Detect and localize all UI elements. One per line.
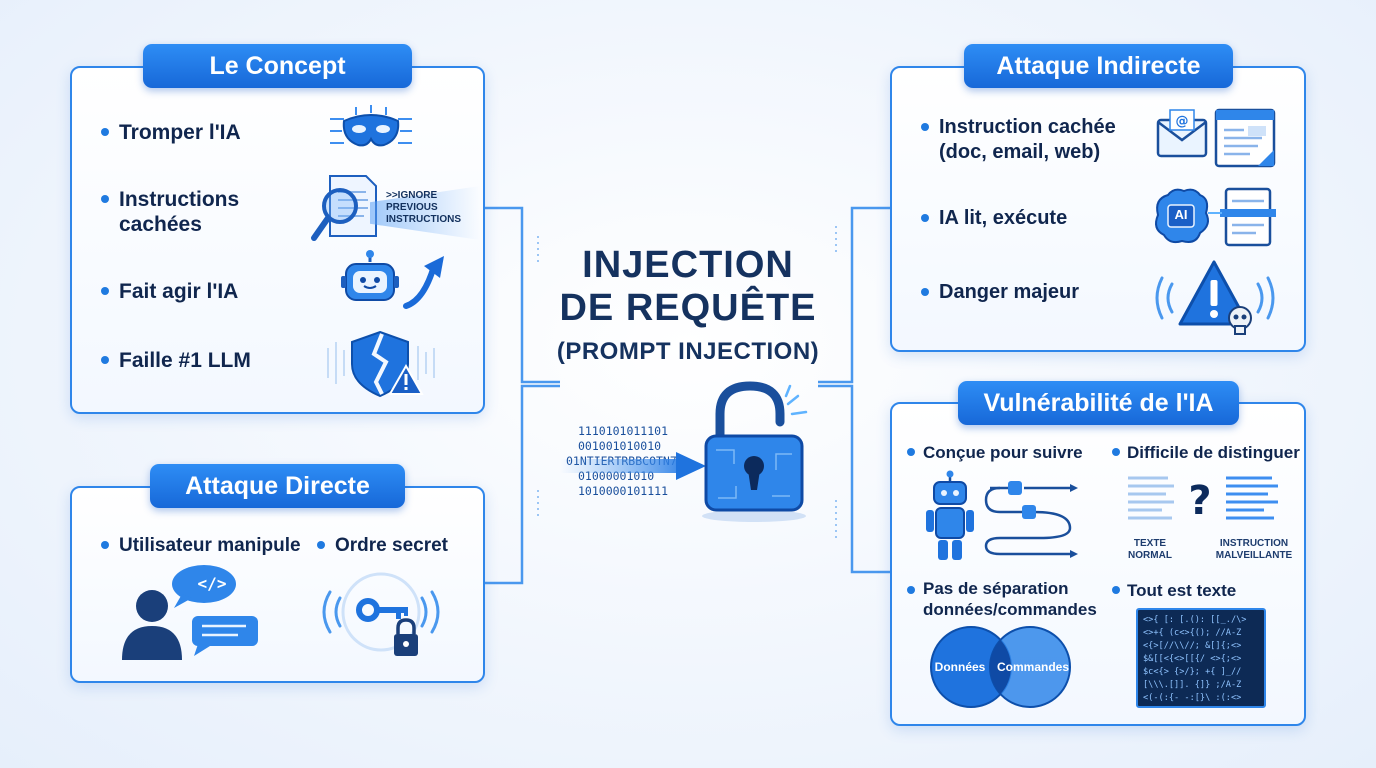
directe-header: Attaque Directe [150,464,405,508]
danger-warning-skull-icon [1155,260,1275,335]
mask-icon [330,105,412,147]
vuln-item-texte: Tout est texte [1127,581,1237,600]
code-line: <>{ [: [.(): [[_./\> [1143,615,1247,625]
ai-brain-document-icon [1155,187,1276,247]
secret-key-lock-icon [322,572,440,656]
svg-text:@: @ [1176,114,1189,129]
text-comparison-icon: ? [1128,476,1278,524]
directe-item-utilisateur: Utilisateur manipule [119,535,301,556]
code-line: <>+{ (c<>{(); //A-Z [1143,628,1242,638]
code-line: <(-(:{- -:[}\ :(:<> [1143,693,1242,703]
code-line: [\\\.[]]. {]} ;/A-Z [1143,680,1242,690]
indirecte-item-danger: Danger majeur [939,281,1080,303]
ignore-instructions-text: >>IGNORE PREVIOUS INSTRUCTIONS [386,190,461,225]
magnifier-document-icon [311,175,377,241]
bullet [921,288,929,296]
vuln-item-concue: Conçue pour suivre [923,443,1083,462]
bullet [101,541,109,549]
code-line: <{>[//\\//; &[]{;<> [1143,641,1242,651]
vuln-item-separation: Pas de séparation données/commandes [923,579,1097,619]
code-terminal: <>{ [: [.(): [[_./\> <>+{ (c<>{(); //A-Z… [1136,608,1266,708]
concept-item-agir: Fait agir l'IA [119,280,239,303]
vulnerabilite-header: Vulnérabilité de l'IA [958,381,1239,425]
svg-text:?: ? [1188,478,1211,524]
indirecte-item-ia-lit: IA lit, exécute [939,207,1068,229]
unlocked-padlock-icon [702,381,808,522]
bullet [921,123,929,131]
ai-chip-label: AI [1174,207,1188,222]
bullet [1112,448,1120,456]
instruction-malveillante-label: INSTRUCTION MALVEILLANTE [1215,538,1293,561]
bullet [101,287,109,295]
code-line: $c<{> {>/}; +{ ]_// [1143,667,1242,677]
concept-panel [70,66,485,414]
venn-commandes-label: Commandes [996,660,1070,674]
concept-header: Le Concept [143,44,412,88]
binary-line: 1010000101111 [578,484,669,498]
bullet [101,195,109,203]
robot-flow-icon [926,470,1078,560]
binary-line: 001001010010 [578,439,662,453]
bullet [907,586,915,594]
indirecte-header: Attaque Indirecte [964,44,1233,88]
data-arrow-icon [560,452,706,480]
main-title-line2: DE REQUÊTE [559,287,817,329]
texte-normal-label: TEXTE NORMAL [1128,538,1172,561]
directe-item-ordre: Ordre secret [335,535,449,556]
email-web-icon: @ [1156,108,1276,168]
bullet [907,448,915,456]
binary-line: 1110101011101 [578,424,669,438]
main-subtitle: (PROMPT INJECTION) [556,338,820,365]
venn-donnees-label: Données [934,660,986,674]
bullet [1112,586,1120,594]
venn-diagram [930,626,1071,708]
bullet [101,128,109,136]
bullet [317,541,325,549]
user-speech-icon [122,565,258,660]
indirecte-item-instruction: Instruction cachée (doc, email, web) [939,116,1116,163]
vuln-item-difficile: Difficile de distinguer [1127,443,1300,462]
bullet [101,356,109,364]
concept-item-tromper: Tromper l'IA [119,121,241,144]
robot-arrow-icon [341,250,444,309]
bullet [921,214,929,222]
code-glyph: </> [197,574,227,593]
broken-shield-warning-icon [327,330,435,398]
code-line: $&[[<{<>[[{/ <>{;<> [1143,654,1242,664]
concept-item-faille: Faille #1 LLM [119,349,251,372]
main-title-line1: INJECTION [582,244,794,286]
concept-item-instructions: Instructions cachées [119,188,240,236]
